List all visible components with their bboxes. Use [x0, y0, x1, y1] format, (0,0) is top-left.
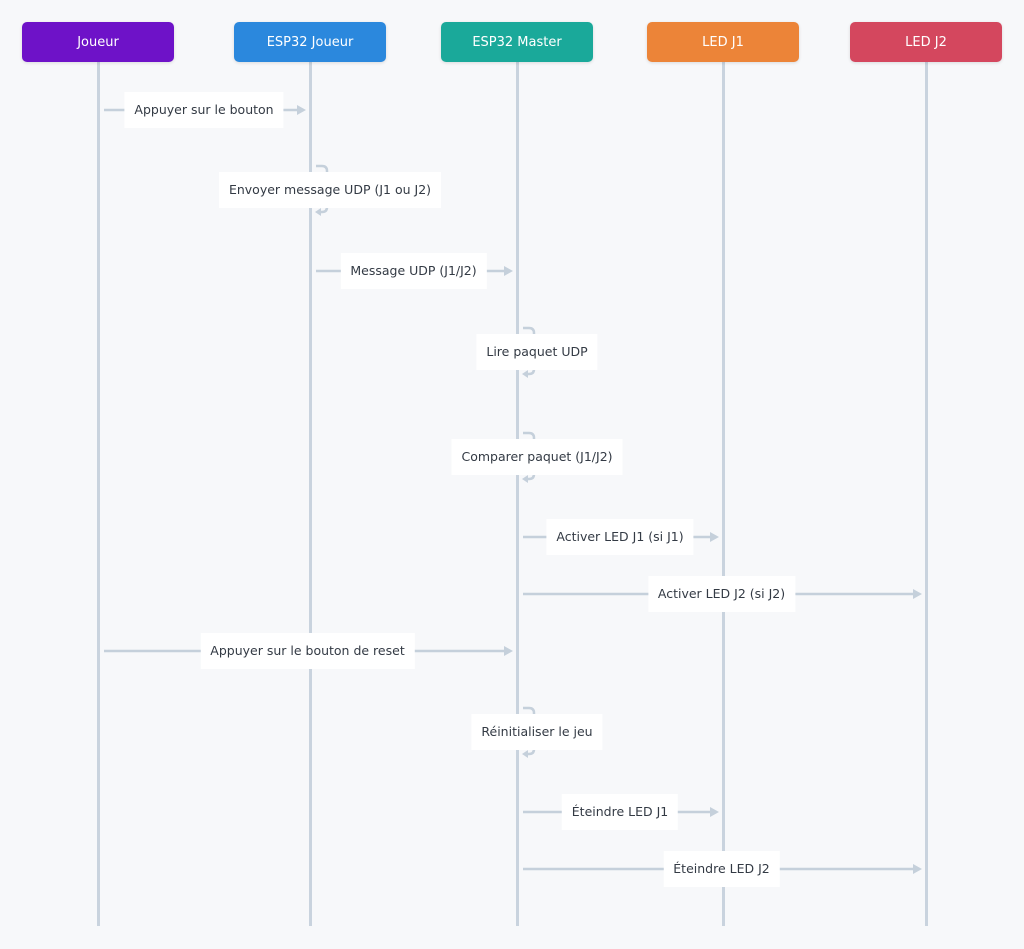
lifeline-led-j2 [925, 62, 928, 926]
actor-esp32-joueur: ESP32 Joueur [234, 22, 386, 62]
message-label: Appuyer sur le bouton de reset [200, 633, 415, 669]
message-label: Comparer paquet (J1/J2) [451, 439, 623, 475]
lifeline-esp32-joueur [309, 62, 312, 926]
actor-joueur: Joueur [22, 22, 174, 62]
message-label: Appuyer sur le bouton [124, 92, 284, 128]
actor-led-j1: LED J1 [647, 22, 799, 62]
message-label: Lire paquet UDP [476, 334, 598, 370]
message-label: Éteindre LED J1 [561, 794, 679, 830]
actor-esp32-master: ESP32 Master [441, 22, 593, 62]
message-label: Envoyer message UDP (J1 ou J2) [218, 172, 442, 208]
message-label: Activer LED J1 (si J1) [546, 519, 694, 555]
lifeline-joueur [97, 62, 100, 926]
lifeline-esp32-master [516, 62, 519, 926]
message-label: Réinitialiser le jeu [471, 714, 603, 750]
actor-led-j2: LED J2 [850, 22, 1002, 62]
message-label: Message UDP (J1/J2) [340, 253, 487, 289]
lifeline-led-j1 [722, 62, 725, 926]
message-label: Éteindre LED J2 [663, 851, 780, 887]
message-label: Activer LED J2 (si J2) [647, 576, 796, 612]
